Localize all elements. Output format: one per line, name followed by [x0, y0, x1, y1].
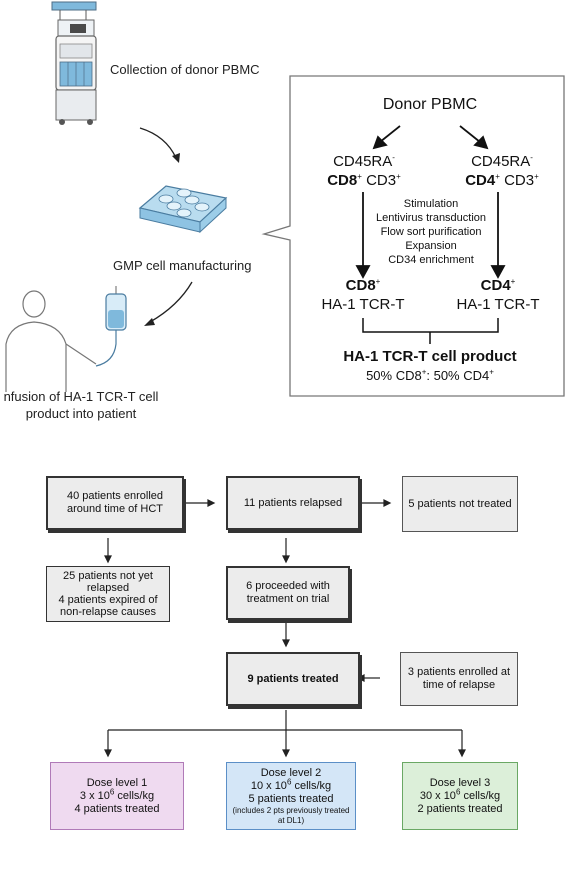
left-out-cd8: CD8 — [345, 277, 376, 294]
left-cd45ra-text: CD45RA — [333, 153, 393, 170]
dl2-patients: 5 patients treated — [248, 792, 334, 805]
ratio-cd8: 50% CD8 — [366, 368, 422, 383]
left-out-sup: + — [375, 277, 381, 286]
left-cd8-text: CD8 — [327, 172, 358, 189]
step-lentivirus: Lentivirus transduction — [375, 212, 487, 224]
not-relapsed-line2: 4 patients expired of non-relapse causes — [58, 594, 158, 618]
step-cd34: CD34 enrichment — [388, 254, 474, 266]
left-cd8-sup: + — [357, 172, 362, 181]
top-illustration-svg — [5, 1, 565, 397]
infusion-label-line2: product into patient — [25, 406, 137, 421]
right-cd45ra-text: CD45RA — [471, 153, 531, 170]
box-enrolled-at-relapse: 3 patients enrolled at time of relapse — [400, 652, 518, 706]
callout-box — [261, 75, 565, 397]
flowchart-connectors — [104, 499, 466, 758]
box-not-relapsed: 25 patients not yet relapsed 4 patients … — [46, 566, 170, 622]
product-bracket — [362, 318, 499, 344]
infusion-label: nfusion of HA-1 TCR-T cell product into … — [0, 388, 166, 422]
infusion-label-line1: nfusion of HA-1 TCR-T cell — [3, 389, 159, 404]
left-cd3-sup: + — [396, 172, 401, 181]
left-cd3-text: CD3 — [361, 172, 397, 189]
right-cd4-sup: + — [495, 172, 500, 181]
box-relapsed: 11 patients relapsed — [226, 476, 360, 530]
callout-arrows — [355, 125, 506, 279]
patient-iv-icon — [5, 286, 127, 392]
right-out-sup: + — [510, 277, 516, 286]
cd4-source-population: CD45RA- CD4+ CD3+ — [452, 152, 552, 190]
product-title: HA-1 TCR-T cell product — [343, 348, 517, 365]
dl2-note: (includes 2 pts previously treated at DL… — [232, 805, 350, 825]
ratio-cd8-sup: + — [421, 367, 427, 377]
apheresis-machine-icon — [51, 1, 97, 125]
box-dose-level-2: Dose level 2 10 x 106 cells/kg 5 patient… — [226, 762, 356, 830]
dl2-dose-b: cells/kg — [291, 779, 332, 792]
manufacturing-steps: Stimulation Lentivirus transduction Flow… — [365, 197, 497, 267]
dl3-dose-sup: 6 — [455, 786, 461, 796]
box-dose-level-3: Dose level 3 30 x 106 cells/kg 2 patient… — [402, 762, 518, 830]
manufacturing-label: GMP cell manufacturing — [113, 258, 252, 273]
cd4-tcrt-output: CD4+ HA-1 TCR-T — [438, 276, 558, 314]
box-not-treated: 5 patients not treated — [402, 476, 518, 532]
dl3-patients: 2 patients treated — [417, 802, 503, 815]
dl3-title: Dose level 3 — [429, 776, 491, 789]
right-out-cd4: CD4 — [480, 277, 511, 294]
step-stimulation: Stimulation — [403, 198, 459, 210]
right-cd4-text: CD4 — [465, 172, 496, 189]
not-relapsed-line1: 25 patients not yet relapsed — [63, 570, 153, 594]
right-cd45ra-sup: - — [530, 153, 533, 162]
arrow-manufacturing-to-infusion — [149, 281, 193, 323]
box-proceeded: 6 proceeded with treatment on trial — [226, 566, 350, 620]
right-cd3-text: CD3 — [499, 172, 535, 189]
donor-pbmc-title: Donor PBMC — [382, 96, 478, 113]
dl3-dose-a: 30 x 10 — [419, 789, 456, 802]
dl1-patients: 4 patients treated — [74, 802, 160, 815]
dl1-dose-a: 3 x 10 — [79, 789, 110, 802]
dl1-dose-sup: 6 — [109, 786, 115, 796]
box-treated: 9 patients treated — [226, 652, 360, 706]
ratio-cd4: : 50% CD4 — [426, 368, 490, 383]
dl2-dose-a: 10 x 10 — [250, 779, 287, 792]
step-flow-sort: Flow sort purification — [380, 226, 482, 238]
dl2-dose: 10 x 106 cells/kg — [250, 776, 332, 793]
dl3-dose-b: cells/kg — [460, 789, 501, 802]
cd8-source-population: CD45RA- CD8+ CD3+ — [314, 152, 414, 190]
dl3-dose: 30 x 106 cells/kg — [419, 786, 501, 803]
left-cd45ra-sup: - — [392, 153, 395, 162]
dl2-dose-sup: 6 — [286, 776, 292, 786]
arrow-collection-to-manufacturing — [139, 127, 177, 159]
box-enrolled: 40 patients enrolled around time of HCT — [46, 476, 184, 530]
collection-label: Collection of donor PBMC — [110, 62, 260, 77]
step-expansion: Expansion — [405, 240, 457, 252]
right-cd3-sup: + — [534, 172, 539, 181]
dl1-dose-b: cells/kg — [114, 789, 155, 802]
dl1-dose: 3 x 106 cells/kg — [79, 786, 155, 803]
dl1-title: Dose level 1 — [86, 776, 148, 789]
right-out-tcrt: HA-1 TCR-T — [456, 296, 540, 313]
ratio-cd4-sup: + — [489, 367, 494, 377]
dl2-title: Dose level 2 — [260, 766, 322, 779]
culture-plate-icon — [138, 185, 228, 234]
product-ratio: 50% CD8+: 50% CD4+ — [310, 368, 550, 383]
cd8-tcrt-output: CD8+ HA-1 TCR-T — [303, 276, 423, 314]
box-dose-level-1: Dose level 1 3 x 106 cells/kg 4 patients… — [50, 762, 184, 830]
left-out-tcrt: HA-1 TCR-T — [321, 296, 405, 313]
